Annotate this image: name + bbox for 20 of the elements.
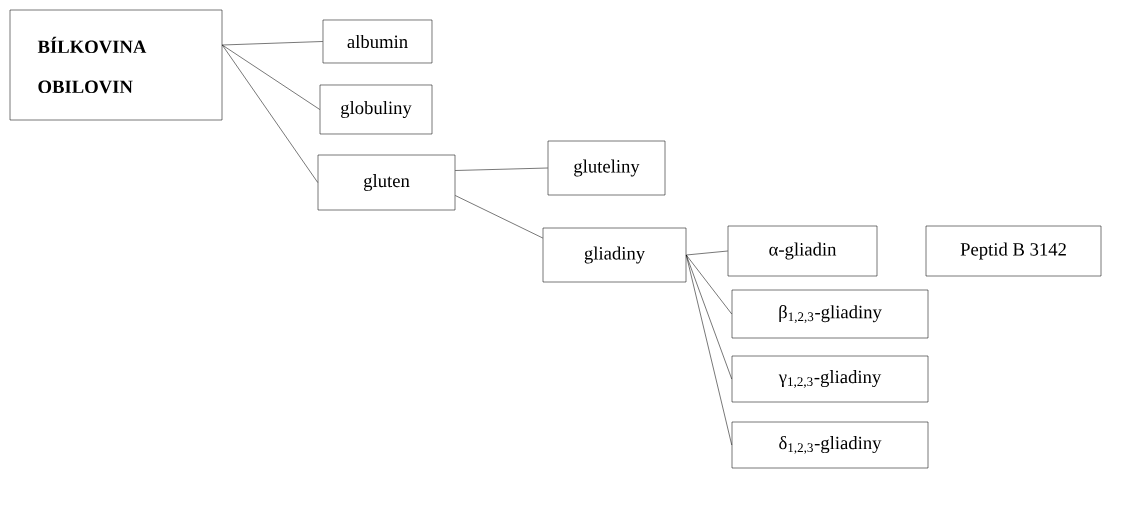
connector-line	[686, 254, 732, 315]
protein-box: globuliny	[319, 84, 433, 135]
protein-box: δ$_{1,2,3}$-gliadiny	[731, 421, 929, 469]
protein-box: γ$_{1,2,3}$-gliadiny	[731, 355, 929, 403]
protein-box: β$_{1,2,3}$-gliadiny	[731, 289, 929, 339]
connector-line	[222, 41, 323, 46]
connector-line	[686, 250, 728, 256]
connector-line	[455, 167, 548, 171]
protein-box: α-gliadin	[727, 225, 878, 277]
protein-box: albumin	[322, 19, 433, 64]
connector-line	[455, 195, 543, 239]
connector-line	[222, 44, 318, 183]
connector-line	[222, 44, 320, 110]
connector-line	[686, 254, 732, 380]
protein-box: gluteliny	[547, 140, 666, 196]
connector-line	[686, 254, 732, 446]
protein-box: gliadiny	[542, 227, 687, 283]
protein-box: gluten	[317, 154, 456, 211]
protein-box: Peptid B 3142	[925, 225, 1102, 277]
heading-box: BÍLKOVINA OBILOVIN	[9, 9, 223, 121]
